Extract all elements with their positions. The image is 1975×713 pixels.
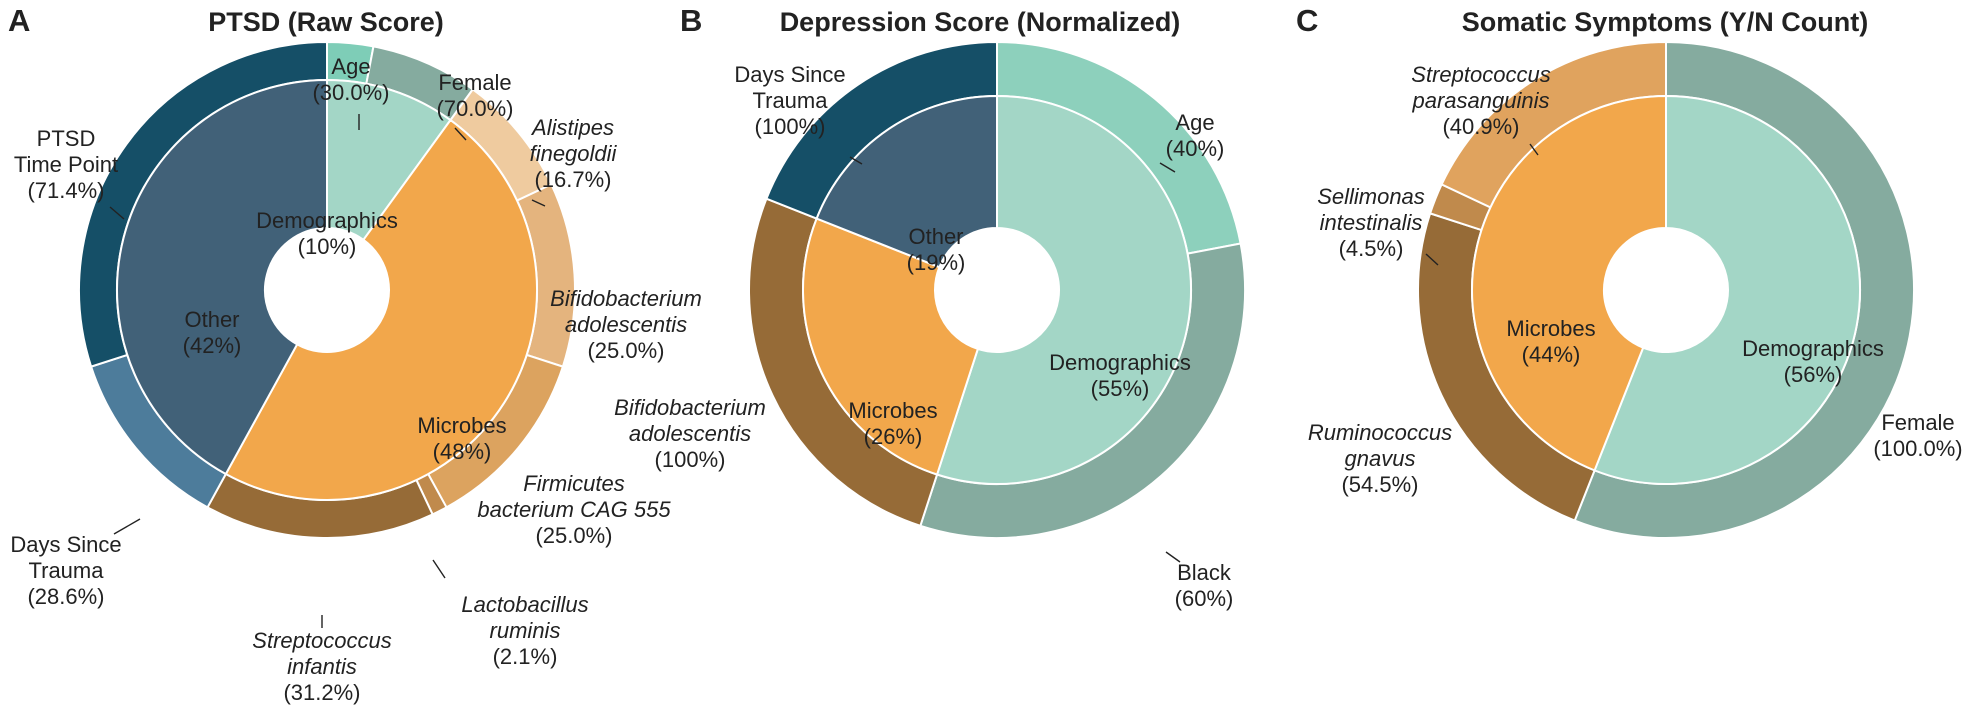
panel-a: A PTSD (Raw Score) Demographics(10%) Microb… — [8, 3, 702, 705]
leader-line-ptsd-time-point — [109, 206, 125, 220]
outer-label-female: Female(70.0%) — [436, 70, 513, 121]
panel-b: B Depression Score (Normalized) Demographi… — [614, 3, 1246, 611]
inner-wedge-demographics — [1593, 94, 1861, 485]
leader-line-streptococcus-parasanguinis — [1529, 143, 1539, 156]
inner-wedge-other — [116, 78, 328, 476]
leader-line-age — [1159, 162, 1176, 173]
leader-line-lactobacillus-ruminis — [432, 559, 446, 579]
panel-title: Depression Score (Normalized) — [780, 7, 1181, 37]
leader-line-black — [1165, 551, 1181, 563]
leader-line-sellimonas-intestinalis — [1425, 253, 1439, 266]
inner-label-demographics: Demographics(55%) — [1049, 350, 1191, 401]
inner-wedge-microbes — [802, 217, 980, 476]
panel-title: Somatic Symptoms (Y/N Count) — [1462, 7, 1869, 37]
outer-label-age: Age(30.0%) — [312, 54, 389, 105]
panel-letter: B — [680, 3, 702, 38]
inner-wedge-other — [815, 94, 998, 269]
leader-line-female — [454, 127, 467, 141]
inner-label-demographics: Demographics(56%) — [1742, 336, 1884, 387]
inner-label-demographics: Demographics(10%) — [256, 208, 398, 259]
leader-line-days-since-trauma — [849, 156, 863, 165]
inner-label-microbes: Microbes(26%) — [848, 398, 937, 449]
inner-label-other: Other(19%) — [907, 224, 966, 275]
panel-c: C Somatic Symptoms (Y/N Count) Demographic… — [1296, 3, 1963, 539]
leader-line-days-since-trauma — [113, 518, 141, 535]
panel-letter: C — [1296, 3, 1318, 38]
inner-wedge-demographics — [326, 78, 452, 242]
leader-line-alistipes-finegoldii — [531, 199, 546, 207]
inner-wedge-microbes — [1471, 94, 1667, 472]
panel-letter: A — [8, 3, 30, 38]
inner-label-other: Other(42%) — [183, 307, 242, 358]
inner-label-microbes: Microbes(44%) — [1506, 316, 1595, 367]
inner-wedge-demographics — [935, 94, 1192, 485]
outer-label-female: Female(100.0%) — [1873, 410, 1962, 461]
outer-label-age: Age(40%) — [1166, 110, 1225, 161]
inner-wedge-microbes — [224, 118, 538, 501]
outer-label-black: Black(60%) — [1175, 560, 1234, 611]
panel-title: PTSD (Raw Score) — [208, 7, 444, 37]
inner-label-microbes: Microbes(48%) — [417, 413, 506, 464]
